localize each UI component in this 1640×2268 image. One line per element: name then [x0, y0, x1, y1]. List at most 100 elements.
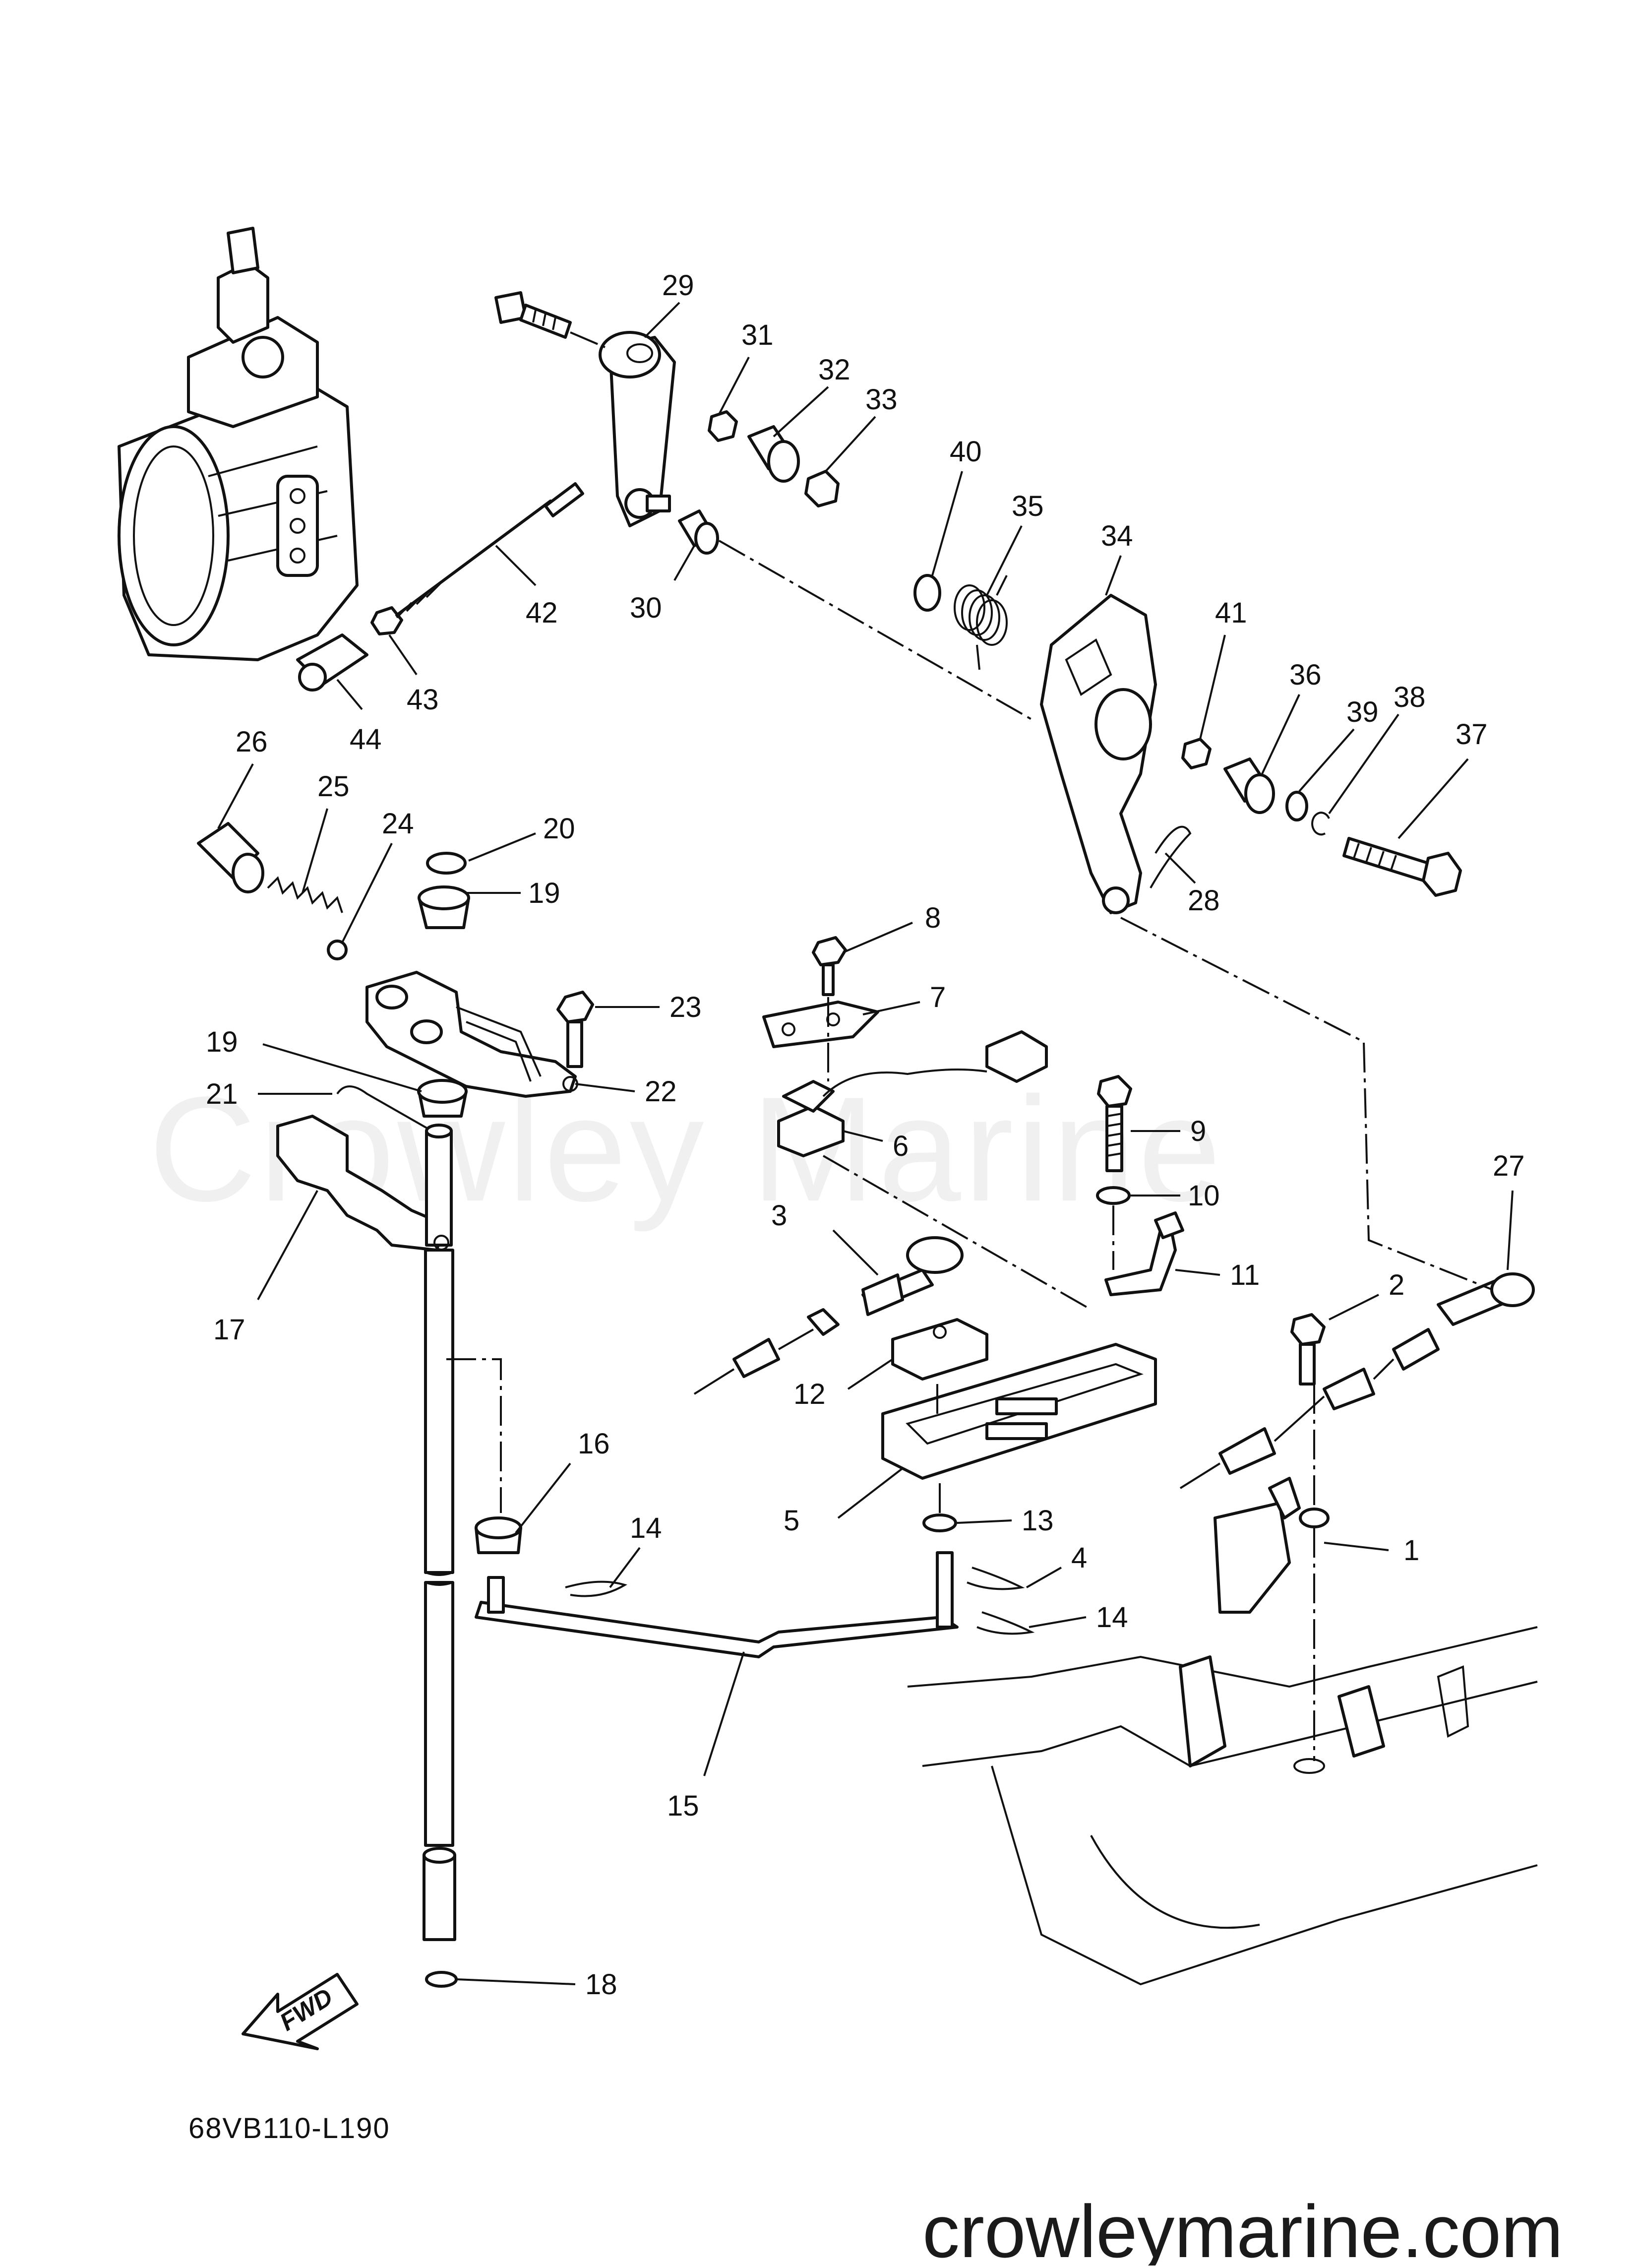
throttle-cable	[1179, 1328, 1440, 1489]
oring-18	[425, 1971, 458, 1988]
washer-10	[1096, 1186, 1131, 1205]
spring-35	[954, 575, 1008, 670]
callout-24: 24	[382, 808, 414, 840]
bracket-11	[1104, 1211, 1184, 1296]
lever-34	[1040, 594, 1157, 914]
collar-30	[678, 509, 719, 555]
clip-14-right	[976, 1611, 1035, 1635]
nut-43	[370, 606, 403, 635]
bolt-37	[1342, 837, 1462, 897]
bushing-19-top	[418, 885, 470, 929]
callout-16: 16	[578, 1428, 610, 1460]
rod-end-27	[1437, 1272, 1535, 1326]
collar-32	[747, 425, 800, 483]
callout-41: 41	[1215, 597, 1247, 629]
slider-plate-5	[881, 1343, 1157, 1480]
callout-31: 31	[741, 319, 774, 351]
callout-3: 3	[771, 1199, 787, 1232]
shift-shaft	[423, 1249, 456, 1941]
bolt-23	[556, 991, 594, 1068]
washer-20	[426, 852, 467, 875]
link-rod-15	[475, 1551, 959, 1658]
bushing-19-bottom	[417, 1079, 468, 1118]
clip-4	[967, 1567, 1025, 1590]
callout-18: 18	[585, 1968, 617, 2001]
callout-33: 33	[865, 383, 898, 416]
callout-17: 17	[213, 1314, 245, 1346]
bolt-9	[1097, 1075, 1132, 1172]
washer-39	[1285, 791, 1308, 821]
callout-19-bottom: 19	[206, 1026, 238, 1058]
rod-end-44	[296, 633, 368, 692]
clip-14-left	[565, 1580, 627, 1597]
callout-10: 10	[1188, 1180, 1220, 1212]
bolt-2	[1290, 1313, 1326, 1386]
callout-5: 5	[784, 1505, 799, 1537]
callout-9: 9	[1190, 1115, 1206, 1147]
callout-23: 23	[669, 991, 702, 1023]
washer-40	[913, 574, 941, 612]
lever-29	[599, 331, 676, 527]
screw-8	[812, 936, 847, 996]
nut-33	[804, 470, 840, 507]
engine-casing	[907, 1626, 1538, 1986]
callout-19-top: 19	[528, 877, 560, 909]
callout-36: 36	[1289, 659, 1322, 691]
washer-41	[1181, 738, 1212, 769]
callout-22: 22	[645, 1075, 677, 1108]
callout-34: 34	[1101, 520, 1133, 552]
callout-37: 37	[1456, 718, 1488, 751]
callout-44: 44	[350, 723, 382, 756]
callout-8: 8	[925, 902, 941, 934]
shift-cable	[693, 1308, 840, 1395]
callout-28: 28	[1188, 884, 1220, 917]
spring-25	[267, 876, 343, 913]
washer-13	[922, 1513, 957, 1532]
callout-40: 40	[950, 436, 982, 468]
callout-12: 12	[793, 1378, 826, 1410]
callout-1: 1	[1403, 1534, 1419, 1567]
callout-14a: 14	[630, 1512, 662, 1544]
fwd-arrow-icon: FWD	[242, 1973, 359, 2050]
cotter-pin-28	[1150, 825, 1192, 888]
plate-7	[762, 1001, 879, 1048]
block-12	[891, 1318, 988, 1381]
bracket-1	[1214, 1477, 1330, 1614]
callout-30: 30	[630, 592, 662, 624]
callout-14b: 14	[1096, 1601, 1128, 1634]
callout-2: 2	[1389, 1269, 1404, 1301]
switch-6	[777, 1030, 1048, 1157]
callout-4: 4	[1071, 1542, 1087, 1574]
callout-29: 29	[662, 269, 694, 302]
callout-43: 43	[407, 684, 439, 716]
callout-25: 25	[317, 770, 350, 803]
callout-35: 35	[1012, 490, 1044, 522]
lever-22	[365, 971, 578, 1098]
diagram-code: 68VB110-L190	[188, 2112, 390, 2144]
callout-26: 26	[236, 726, 268, 758]
callouts: 1 2 3 4 5 6 7 8 9 10 11 12 13 14 14 15 1	[206, 269, 1525, 2001]
callout-15: 15	[667, 1790, 699, 1822]
callout-38: 38	[1394, 681, 1426, 713]
collar-36	[1223, 757, 1275, 814]
lever-17	[276, 1115, 453, 1252]
callout-6: 6	[893, 1130, 909, 1162]
ball-24	[327, 940, 348, 960]
bolt-29	[494, 291, 572, 339]
throttle-body	[118, 227, 359, 661]
callout-11: 11	[1230, 1259, 1260, 1291]
cotter-pin-21	[336, 1085, 437, 1134]
bushing-16	[475, 1516, 522, 1554]
callout-20: 20	[543, 813, 575, 845]
callout-39: 39	[1346, 696, 1379, 728]
washer-31	[708, 410, 738, 442]
callout-27: 27	[1493, 1150, 1525, 1182]
callout-7: 7	[930, 981, 946, 1013]
callout-13: 13	[1022, 1505, 1054, 1537]
cap-26	[197, 822, 264, 893]
callout-21: 21	[206, 1078, 238, 1110]
rod-end-3	[861, 1236, 964, 1316]
callout-42: 42	[526, 597, 558, 629]
